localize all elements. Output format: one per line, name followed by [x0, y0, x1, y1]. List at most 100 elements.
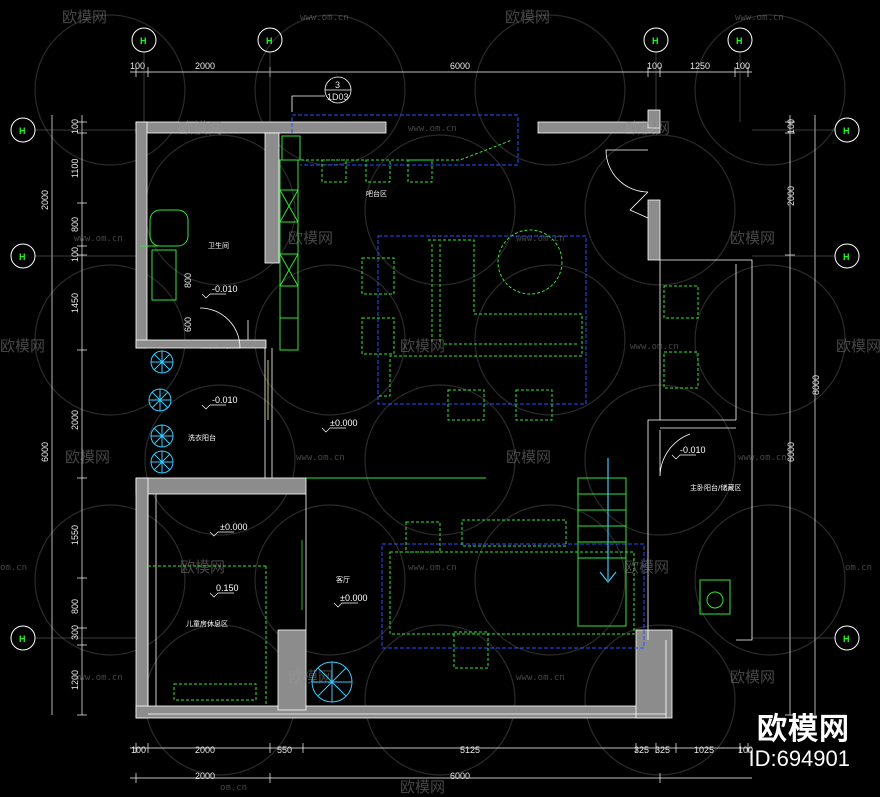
- watermarks: 欧模网 www.om.cn 欧模网 www.om.cn 欧模网 www.om.c…: [0, 8, 880, 796]
- wall-bottom-right: [635, 629, 673, 719]
- watermark-url: www.om.cn: [74, 234, 123, 244]
- svg-text:H: H: [19, 252, 26, 262]
- watermark-text: 欧模网: [730, 229, 775, 247]
- bed: [173, 683, 257, 701]
- dim-top-6: 100: [735, 61, 750, 71]
- axis-bubble-top-2: H: [257, 27, 283, 53]
- dim-left-4: 100: [70, 247, 80, 262]
- tv-cabinet: [461, 519, 567, 547]
- dim-left-6: 2000: [70, 410, 80, 430]
- watermark-url: www.om.cn: [735, 13, 784, 23]
- watermark-text: 欧模网: [400, 778, 445, 796]
- washbasin: [151, 249, 177, 301]
- wall-lines: [147, 259, 753, 718]
- dim-left-9: 300: [70, 625, 80, 640]
- brand-name: 欧模网: [757, 712, 850, 747]
- plant-icon: [150, 450, 174, 474]
- sofa: [389, 551, 635, 635]
- dim-left-mid: 2000: [40, 190, 50, 210]
- wall-left-upper: [135, 121, 148, 349]
- detail-callout: 3 1D03: [291, 76, 352, 112]
- dim-bottom-4: 5125: [460, 745, 480, 755]
- watermark-text: 欧模网: [400, 337, 445, 355]
- wall-bottom: [135, 705, 667, 719]
- watermark-url: www.om.cn: [408, 563, 457, 573]
- elevation-wc: -0.010: [212, 284, 238, 294]
- dim-top-4: 100: [647, 61, 662, 71]
- watermark-text: 欧模网: [0, 337, 45, 355]
- elevation-marks: -0.010 -0.010 ±0.000 -0.010 ±0.000 0.150…: [201, 284, 706, 608]
- plant-icon: [311, 661, 353, 703]
- bath-door: [199, 307, 241, 349]
- svg-text:H: H: [266, 36, 273, 46]
- dim-right-4: 6000: [786, 442, 796, 462]
- watermark-url: www.om.cn: [738, 453, 787, 463]
- dim-left-8: 800: [70, 599, 80, 614]
- room-label-bedroom: 儿童房休息区: [186, 619, 228, 628]
- dim-left-total: 6000: [40, 442, 50, 462]
- watermark-text: 欧模网: [178, 119, 223, 137]
- detail-number: 3: [335, 80, 340, 90]
- dim-bottom-3: 550: [277, 745, 292, 755]
- svg-text:H: H: [843, 634, 850, 644]
- watermark-text: 欧模网: [505, 8, 550, 26]
- dim-top-5: 1250: [690, 61, 710, 71]
- round-table: [497, 229, 563, 295]
- bottom-dimension-texts: 100 2000 550 5125 325 325 1025 100 2000 …: [131, 745, 753, 781]
- dining-zone: [377, 235, 587, 405]
- top-dimension-texts: 100 2000 6000 100 1250 100: [130, 61, 750, 71]
- axis-bubble-top-3: H: [643, 27, 669, 53]
- furniture: [148, 139, 699, 706]
- entry-door: [605, 149, 649, 193]
- elevation-balcony: -0.010: [680, 445, 706, 455]
- dining-chair: [361, 317, 395, 355]
- bar-stool: [365, 159, 391, 183]
- watermark-text: 欧模网: [625, 119, 670, 137]
- wall-mid-left: [135, 477, 307, 495]
- watermark-text: 欧模网: [65, 448, 110, 466]
- wall-right-notch: [647, 199, 661, 261]
- watermark-url: www.om.cn: [630, 342, 679, 352]
- room-label-laundry: 洗衣阳台: [188, 433, 216, 442]
- dining-chair: [447, 389, 485, 421]
- brand-block: 欧模网 ID:694901: [748, 713, 850, 771]
- doors: [199, 149, 691, 610]
- dim-bottom-1: 100: [131, 745, 146, 755]
- watermark-url: www.om.cn: [408, 124, 457, 134]
- bar-stool: [321, 159, 347, 183]
- watermark-text: 欧模网: [62, 8, 107, 26]
- bar-stool: [407, 159, 433, 183]
- dim-top-3: 6000: [450, 61, 470, 71]
- dim-right-2: 2000: [786, 186, 796, 206]
- svg-text:H: H: [652, 36, 659, 46]
- svg-text:H: H: [140, 36, 147, 46]
- bar-counter: [296, 139, 513, 161]
- wall-column-lower: [277, 629, 307, 711]
- watermark-text: 欧模网: [506, 448, 551, 466]
- dim-left-3: 800: [70, 217, 80, 232]
- watermark-url: www.om.cn: [516, 234, 565, 244]
- room-label-wc: 卫生间: [208, 241, 229, 250]
- living-zone: [381, 543, 645, 649]
- toilet: [149, 209, 189, 247]
- watermark-text: 欧模网: [624, 558, 669, 576]
- dim-left-1: 100: [70, 119, 80, 134]
- watermark-url: om.cn: [0, 563, 27, 573]
- axis-bubble-left-2: H: [10, 243, 36, 269]
- watermark-text: 欧模网: [288, 229, 333, 247]
- dim-bottom-outer-1: 2000: [195, 771, 215, 781]
- walls: [135, 109, 673, 719]
- axis-bubble-top-1: H: [131, 27, 157, 53]
- dim-top-2: 2000: [195, 61, 215, 71]
- balcony-chair: [663, 285, 699, 319]
- dim-bottom-7: 1025: [694, 745, 714, 755]
- staircase: [577, 477, 627, 627]
- armchair: [453, 631, 489, 669]
- left-dimension-texts: 100 1100 800 100 1450 2000 1550 800 300 …: [40, 119, 80, 690]
- bath-dimensions: 800 600: [183, 273, 193, 332]
- svg-text:H: H: [843, 126, 850, 136]
- dining-chair: [361, 257, 395, 295]
- dim-bottom-8: 100: [738, 745, 753, 755]
- room-labels: 吧台区 卫生间 洗衣阳台 主卧阳台/储藏区 客厅 儿童房休息区: [186, 189, 741, 628]
